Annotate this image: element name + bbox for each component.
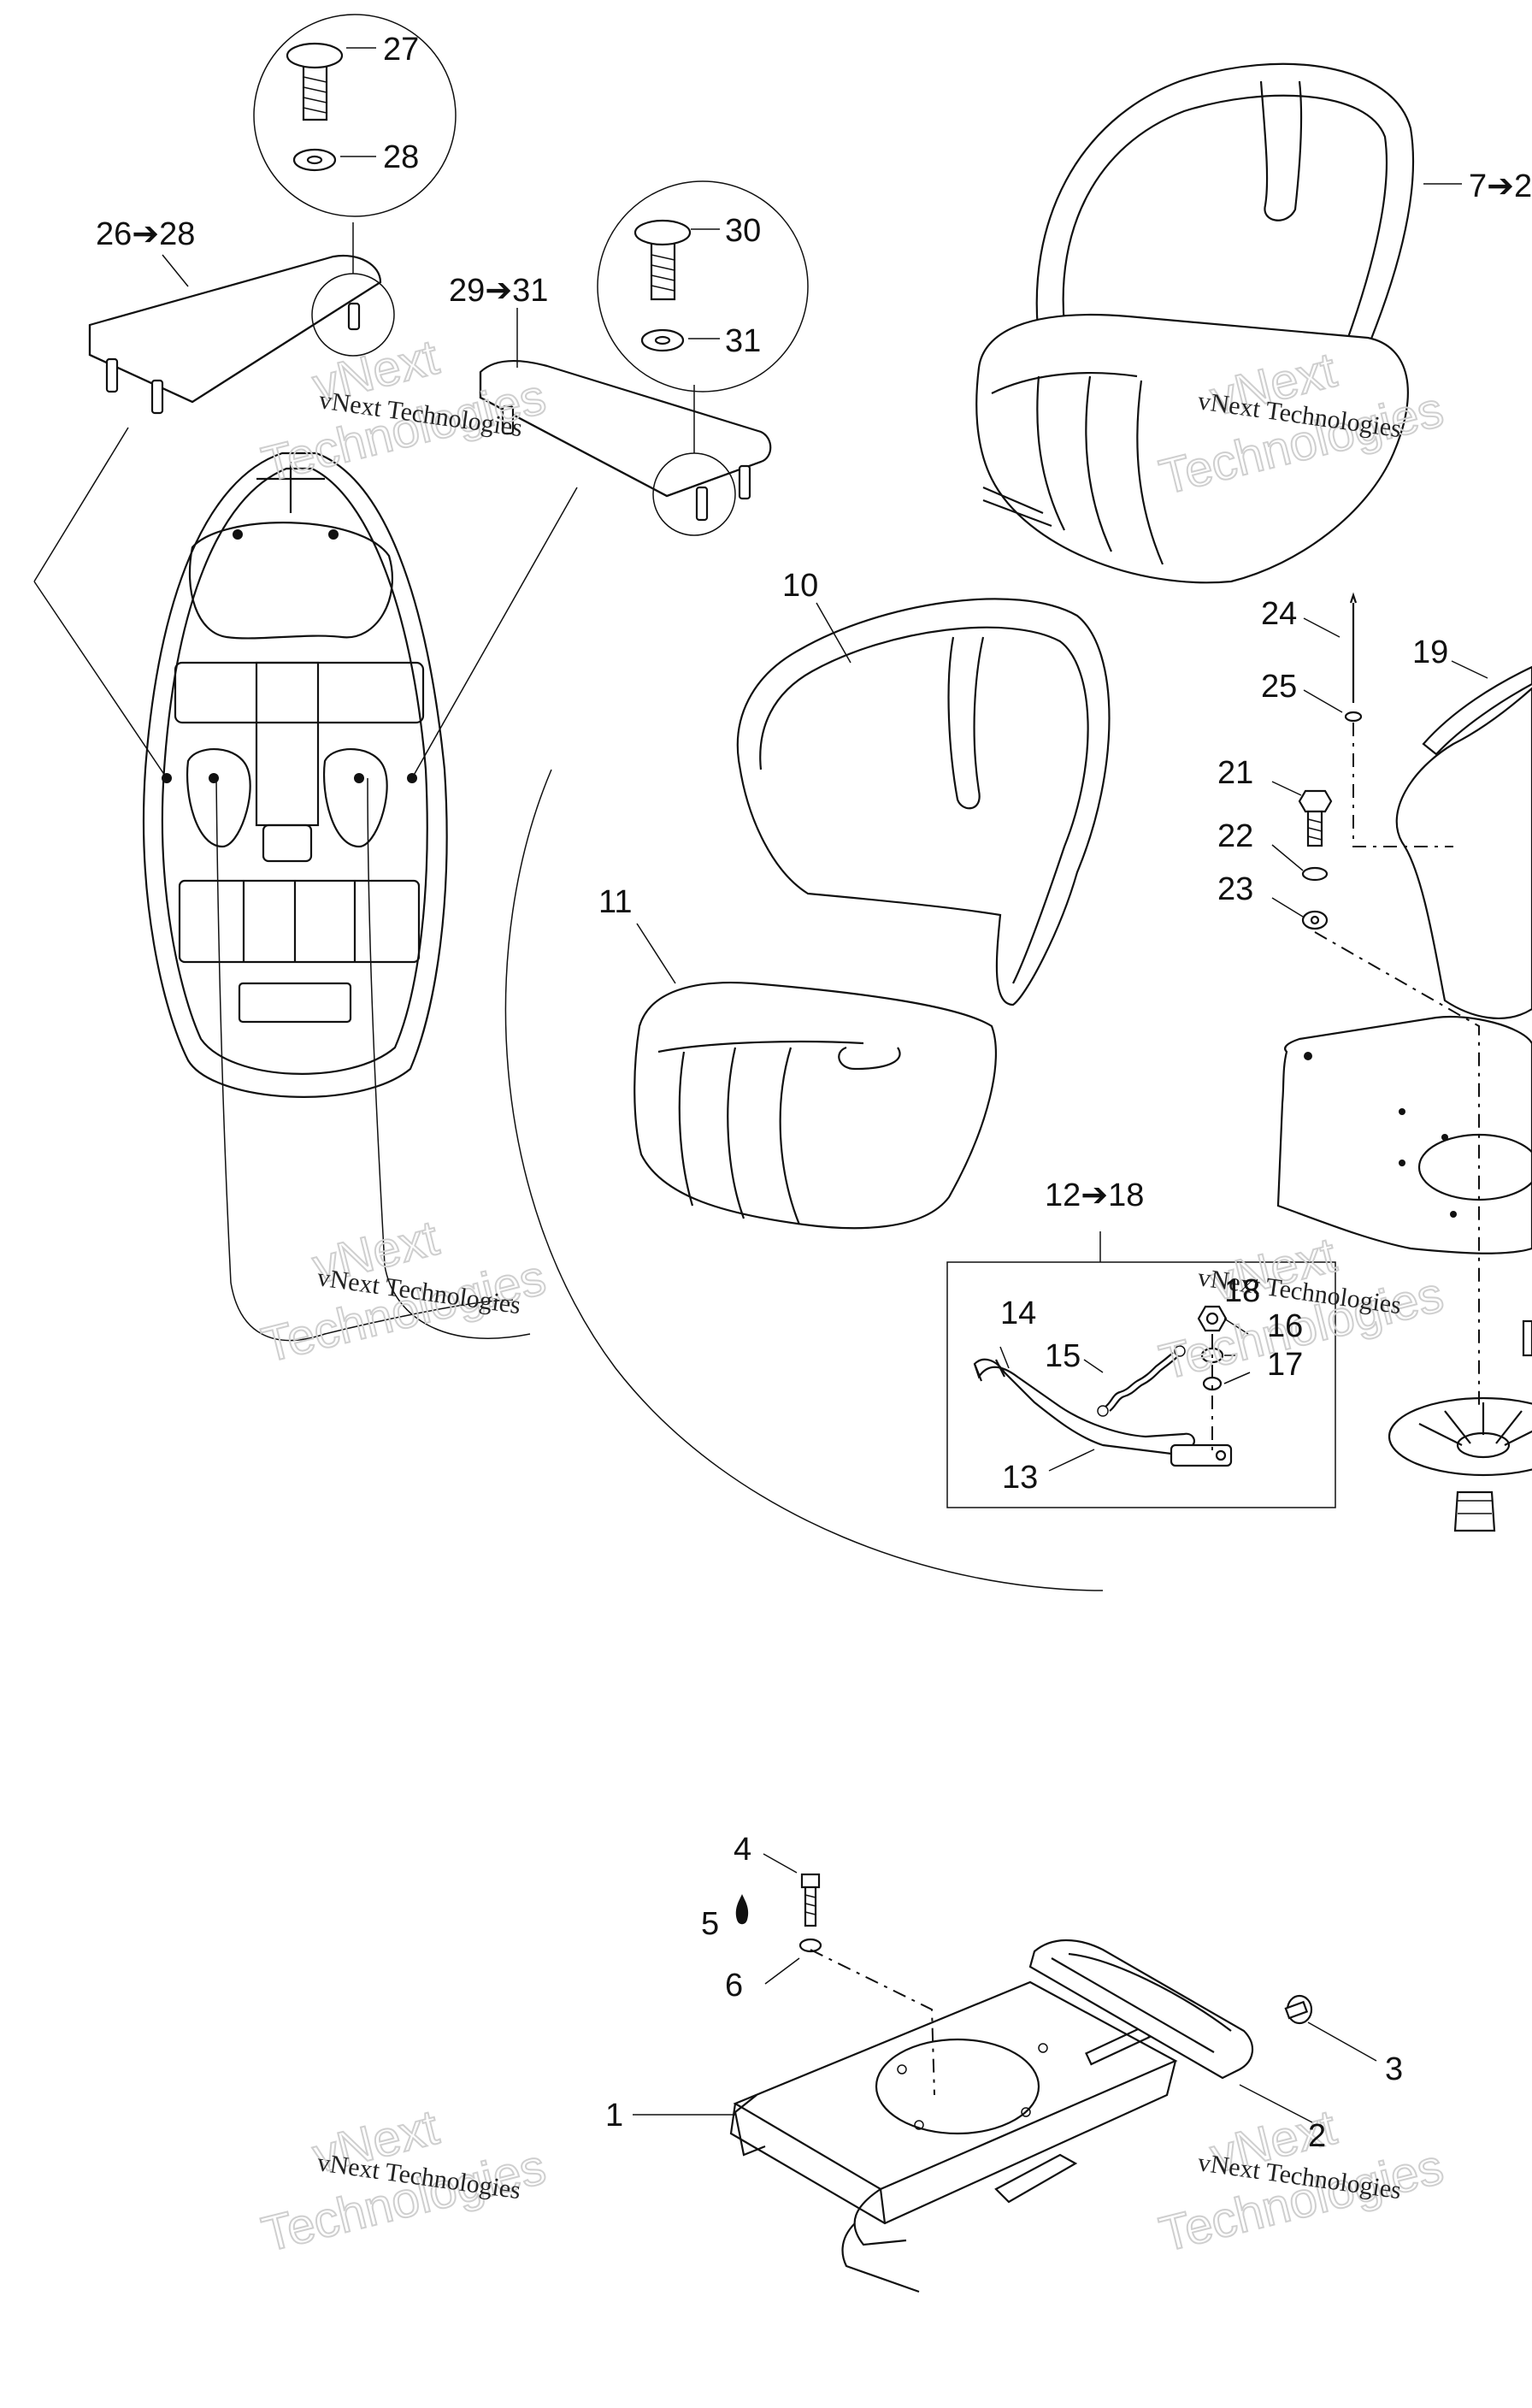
boat-hull [33, 427, 578, 1342]
callout-18: 18 [1224, 1273, 1260, 1309]
callout-14: 14 [1000, 1295, 1036, 1331]
callout-21: 21 [1217, 755, 1253, 791]
callout-4: 4 [734, 1832, 751, 1868]
callout-23: 23 [1217, 871, 1253, 907]
seat-assembly-top [975, 62, 1462, 584]
armrest-left [88, 222, 395, 415]
callout-12: 12➔18 [1045, 1177, 1144, 1213]
fastener-detail-27-28 [253, 14, 457, 217]
callout-1: 1 [605, 2098, 623, 2134]
callout-16: 16 [1267, 1308, 1303, 1344]
callout-3: 3 [1385, 2051, 1403, 2087]
callout-6: 6 [725, 1968, 743, 2004]
callout-31: 31 [725, 323, 761, 359]
assembly-arc [504, 769, 1104, 1591]
callout-29: 29➔31 [449, 273, 548, 309]
armrest-right [479, 308, 772, 536]
fastener-detail-30-31 [597, 180, 809, 392]
callout-19: 19 [1412, 634, 1448, 670]
callout-17: 17 [1267, 1347, 1303, 1383]
callout-25: 25 [1261, 669, 1297, 705]
seat-pedestal [1271, 592, 1532, 1532]
callout-15: 15 [1045, 1338, 1081, 1374]
cushion-11 [633, 923, 997, 1230]
seat-slide-base [633, 1853, 1377, 2293]
callout-30: 30 [725, 213, 761, 249]
kit-box-12-18 [946, 1231, 1336, 1508]
callout-2: 2 [1308, 2118, 1326, 2154]
backrest-10 [736, 598, 1111, 1006]
callout-26: 26➔28 [96, 216, 195, 252]
callout-11: 11 [598, 884, 632, 920]
callout-28: 28 [383, 139, 419, 175]
callout-13: 13 [1002, 1460, 1038, 1496]
callout-24: 24 [1261, 596, 1297, 632]
callout-5: 5 [701, 1906, 719, 1942]
callout-10: 10 [782, 568, 818, 604]
callout-22: 22 [1217, 818, 1253, 854]
callout-27: 27 [383, 32, 419, 68]
callout-7: 7➔2 [1469, 168, 1532, 204]
